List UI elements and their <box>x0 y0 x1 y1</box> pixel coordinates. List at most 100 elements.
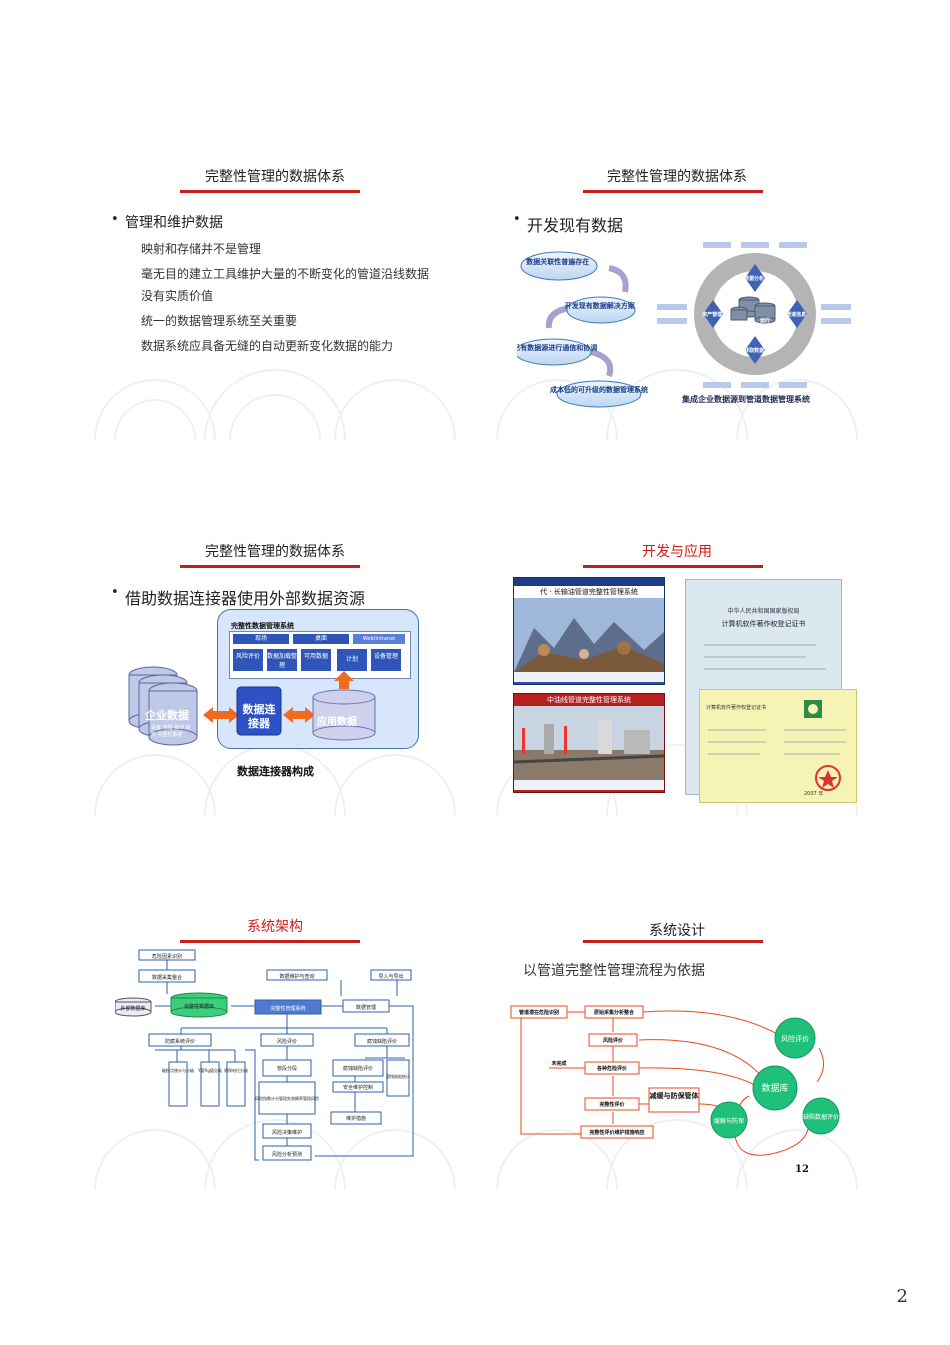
screenshot-login-bar <box>514 672 664 682</box>
slide-1: 完整性管理的数据体系 管理和维护数据 映射和存储并不是管理 毫无目的建立工具维护… <box>75 150 475 440</box>
slide-title: 完整性管理的数据体系 <box>205 544 345 560</box>
slide-5: 系统架构 <box>75 900 475 1190</box>
circle-defect <box>802 1097 840 1135</box>
certificate-2-year: 2007 年 <box>804 791 824 797</box>
page-number: 2 <box>896 1286 908 1307</box>
bubble-text: 与已有数据源进行通信和协调 <box>517 343 597 352</box>
circle-text: 缺陷数据评价 <box>803 1113 839 1121</box>
integration-ring-diagram: 数据分析 资产管理 管道信息 获取数据 运行 <box>657 242 851 388</box>
arch-node: 破损点统计与分级 <box>162 1067 194 1073</box>
flow-box-text: 原始采集分析整合 <box>594 1009 635 1016</box>
tab-desktop: 桌面 <box>293 634 349 644</box>
certificate-emblem <box>708 700 846 791</box>
slide-6: 系统设计 以管道完整性管理流程为依据 <box>477 900 877 1190</box>
screenshot-2: 中油线管道完整性管理系统 <box>513 693 665 793</box>
slide-title: 开发与应用 <box>642 544 712 560</box>
bubble-text: 成本低的可升级的数据管理系统 <box>550 385 648 394</box>
watermark <box>94 1119 456 1190</box>
module-equipment: 设备管理 <box>371 649 401 671</box>
circle-text: 数据库 <box>761 1082 788 1094</box>
screenshot-1: 代 · 长输油管道完整性管理系统 <box>513 577 665 685</box>
slide-title: 系统架构 <box>247 919 303 935</box>
architecture-diagram: 危险因素识别 数据采集整合 外部数据库 完整性数据库 完整性管理系统 数据维护与… <box>115 949 414 1161</box>
certificate-2-title: 计算机软件著作权登记证书 <box>706 705 767 711</box>
flow-box-text: 风险评价 <box>603 1037 624 1044</box>
ring-label: 资产管理 <box>702 311 722 318</box>
flow-box-text: 完整性评价 <box>599 1101 625 1108</box>
title-underline <box>583 565 763 568</box>
slide-title: 完整性管理的数据体系 <box>205 169 345 185</box>
title-underline <box>180 940 360 943</box>
watermark <box>94 369 456 440</box>
arch-node: 维护措施 <box>346 1115 366 1122</box>
screenshot-titlebar <box>514 578 664 586</box>
connector-diagram-shapes <box>128 666 376 746</box>
certificate-2: 计算机软件著作权登记证书 2007 年 <box>699 689 857 803</box>
title-underline <box>180 190 360 193</box>
bullet-main: 开发现有数据 <box>513 212 623 236</box>
slide-2: 完整性管理的数据体系 开发现有数据 数据关联性普遍存在 开发现有数据解决方案 与… <box>477 150 877 440</box>
arch-node: 数据维护与查询 <box>279 973 314 980</box>
title-underline <box>583 940 763 943</box>
arch-node: 数据采集整合 <box>152 974 182 981</box>
app-data-label: 应用数据 <box>317 717 357 728</box>
circle-mitigation <box>710 1101 748 1139</box>
screenshot-1-title: 代 · 长输油管道完整性管理系统 <box>514 586 664 598</box>
flow-box-text: 各种危险评价 <box>596 1065 628 1072</box>
enterprise-data-sub: 设备 地理 操作 财务 完整性数据 <box>151 725 191 738</box>
arch-node: Y管Rg值分级 <box>197 1067 222 1073</box>
sub-item: 没有实质价值 <box>141 289 214 303</box>
flow-label-uncomplete: 未完成 <box>550 1060 566 1067</box>
arch-node: 风险指数计分管段失效概率管段风险 <box>255 1095 319 1101</box>
bubble <box>517 338 592 366</box>
enterprise-data-label: 企业数据 <box>145 709 189 722</box>
slide-page-number: 12 <box>795 1164 809 1175</box>
bullet-main: 借助数据连接器使用外部数据资源 <box>111 585 365 609</box>
slide-title: 完整性管理的数据体系 <box>607 169 747 185</box>
circle-risk <box>774 1017 816 1059</box>
bubble-text: 数据关联性普遍存在 <box>526 257 589 266</box>
arch-node: 腐蚀缺陷统计 <box>386 1073 410 1079</box>
sub-item: 统一的数据管理系统至关重要 <box>141 314 298 328</box>
arch-node: 风险决策维护 <box>272 1129 302 1136</box>
circle-text: 缓解与防保 <box>714 1117 744 1125</box>
arch-node: 腐蚀缺陷评价 <box>343 1065 373 1072</box>
module-risk: 风险评价 <box>233 649 263 671</box>
svg-text:数据关联性普遍存在 开发现有数据解决方案: 数据关联性普遍存在 开发现有数据解决方案 与已有数据源进行通信和协调 成本低的可… <box>517 257 648 394</box>
arch-node: 腐蚀缺陷评价 <box>367 1038 397 1045</box>
arch-node: 完整性数据库 <box>184 1003 214 1010</box>
screenshot-login-bar <box>514 780 664 790</box>
arch-node: 导入与导出 <box>378 973 403 980</box>
arch-node: 数据管理 <box>356 1004 376 1011</box>
watermark <box>496 1119 858 1190</box>
bullet-main: 管理和维护数据 <box>111 212 223 232</box>
arch-node: 危险因素识别 <box>152 953 182 960</box>
circle-text: 风险评价 <box>781 1034 809 1043</box>
sub-item: 映射和存储并不是管理 <box>141 242 262 256</box>
svg-text:数据分析 资产管理 管道信息: 数据分析 资产管理 管道信息 获取数据 运行 <box>702 275 808 354</box>
arch-node: 阴保电位分级 <box>224 1067 248 1073</box>
module-plan: 计划 <box>337 649 367 671</box>
flow-box-text: 完整性评价维护措施响应 <box>589 1129 644 1136</box>
flow-box-text: 减缓与防保管体 <box>650 1091 700 1100</box>
title-underline <box>180 565 360 568</box>
tab-web: Web/Intranet <box>353 634 405 644</box>
ring-label: 运行 <box>760 317 770 324</box>
watermark <box>496 369 858 440</box>
station-photo <box>514 706 664 780</box>
arch-node: 完整性管理系统 <box>270 1005 305 1012</box>
flow-box-text: 管道潜在危险识别 <box>519 1009 559 1016</box>
module-available: 可用数据 <box>301 649 331 671</box>
connector-box <box>236 686 282 736</box>
diagram-caption: 数据连接器构成 <box>237 765 314 778</box>
arch-node: 防腐系统评价 <box>165 1038 195 1045</box>
arch-node: 风险评价 <box>277 1038 297 1045</box>
slide-3: 完整性管理的数据体系 借助数据连接器使用外部数据资源 完整性数据管理系统 现场 … <box>75 525 475 815</box>
slide-title: 系统设计 <box>649 923 705 939</box>
arch-node: 管段分段 <box>277 1065 297 1072</box>
arch-node: 风险分析预测 <box>272 1151 302 1158</box>
certificate-1-subtitle: 计算机软件著作权登记证书 <box>721 620 806 628</box>
bubble <box>556 380 642 408</box>
sub-item: 毫无目的建立工具维护大量的不断变化的管道沿线数据 <box>141 267 430 281</box>
diagram-caption: 集成企业数据源到管道数据管理系统 <box>682 395 810 404</box>
